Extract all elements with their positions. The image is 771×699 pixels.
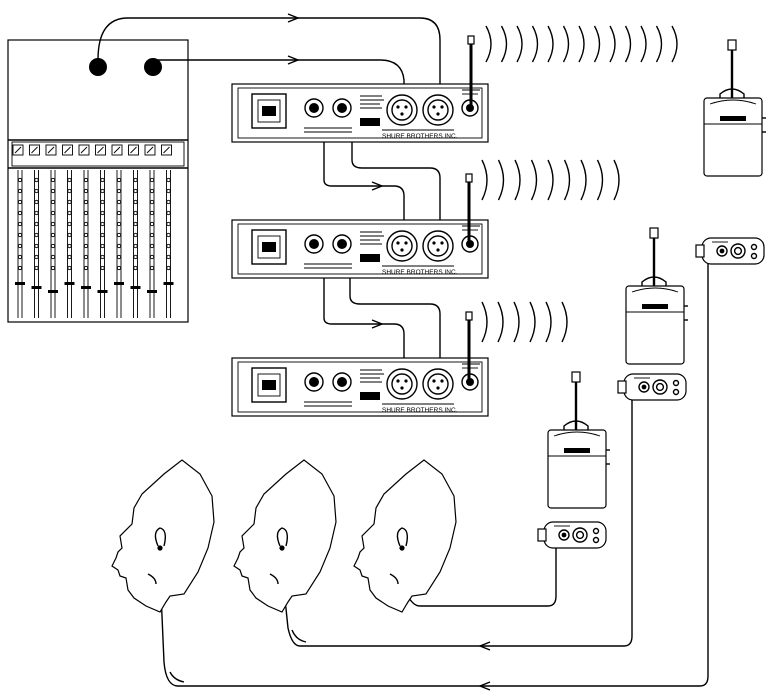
bodypack-receiver-1-top (695, 237, 765, 265)
mixer-channel-strip (45, 144, 58, 318)
rf-wave-arcs (481, 25, 678, 343)
transmitter-2-brand-label: SHURE BROTHERS INC. (382, 269, 458, 276)
transmitter-1-brand-label: SHURE BROTHERS INC. (382, 133, 458, 140)
rf-wave-arc (580, 159, 587, 201)
mixer-channel-strip (161, 144, 174, 318)
rf-wave-arc (613, 159, 620, 201)
transmitter-3-brand-label: SHURE BROTHERS INC. (382, 407, 458, 414)
rf-wave-arc (531, 25, 539, 63)
bodypack-receiver-2 (624, 226, 690, 366)
listener-head-2 (233, 459, 337, 613)
listener-head-1 (111, 459, 215, 613)
mixer-channel-strip (144, 144, 157, 318)
rf-wave-arc (529, 301, 536, 343)
rf-wave-arc (513, 301, 520, 343)
rf-wave-arc (671, 25, 678, 63)
mixing-console (7, 39, 189, 323)
transmitter-2: SHURE BROTHERS INC. (231, 219, 489, 279)
rf-wave-arc (609, 25, 616, 63)
mixer-aux-output-2 (144, 58, 162, 76)
rf-wave-arc (547, 159, 554, 201)
rf-wave-arc (516, 25, 523, 63)
mixer-channel-strip (12, 144, 25, 318)
mixer-channel-strip (62, 144, 75, 318)
rf-wave-arc (562, 25, 570, 63)
mixer-channel-strip (78, 144, 91, 318)
mixer-channel-strip (29, 144, 42, 318)
rf-wave-arc (481, 159, 488, 201)
rf-wave-arc (640, 25, 647, 63)
rf-wave-arc (547, 25, 554, 63)
rf-wave-arc (485, 25, 492, 63)
rf-wave-arc (655, 25, 663, 63)
rf-wave-arc (596, 159, 604, 201)
rf-wave-arc (497, 159, 505, 201)
rf-wave-arc (561, 301, 568, 343)
rf-wave-arc (514, 159, 521, 201)
rf-wave-arc (563, 159, 571, 201)
bodypack-receiver-2-top (617, 373, 687, 401)
transmitter-1: SHURE BROTHERS INC. (231, 83, 489, 143)
rf-wave-arc (578, 25, 585, 63)
rf-wave-arc (530, 159, 538, 201)
mixer-channel-strip (128, 144, 141, 318)
rf-wave-arc (497, 301, 504, 343)
listener-head-3 (353, 459, 457, 613)
transmitter-3: SHURE BROTHERS INC. (231, 357, 489, 417)
mixer-channel-strip (111, 144, 124, 318)
rf-wave-arc (624, 25, 632, 63)
rf-wave-arc (481, 301, 488, 343)
transmitter-1-antenna (467, 35, 475, 108)
bodypack-receiver-3 (546, 370, 612, 510)
bodypack-receiver-3-top (537, 521, 607, 549)
rf-wave-arc (500, 25, 508, 63)
mixer-channel-strip (95, 144, 108, 318)
audio-cables (97, 13, 709, 691)
rf-wave-arc (545, 301, 552, 343)
bodypack-receiver-1: PSM 600 (702, 38, 768, 178)
bodypack-1-model: PSM 600 (725, 117, 742, 122)
transmitter-3-antenna (465, 311, 473, 382)
transmitter-2-antenna (465, 173, 473, 244)
mixer-aux-output-1 (89, 58, 107, 76)
rf-wave-arc (593, 25, 601, 63)
earphones (154, 527, 409, 551)
